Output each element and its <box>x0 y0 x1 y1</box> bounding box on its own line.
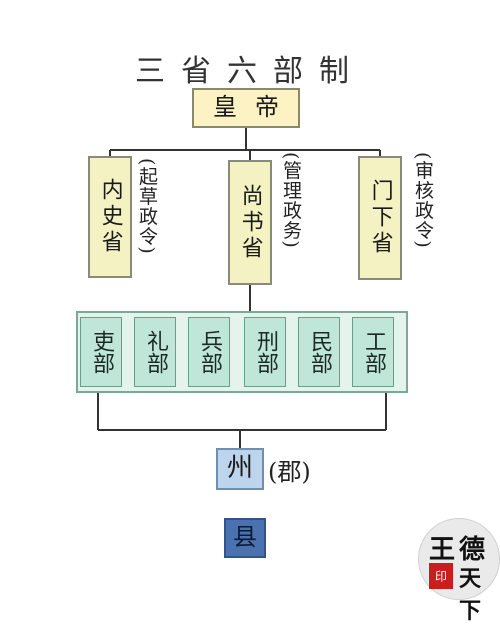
ministry-li-rites: 礼部 <box>134 317 176 387</box>
neishi-sheng-duty: (起草政令) <box>136 158 158 255</box>
shangshu-sheng-box: 尚书省 <box>228 160 272 285</box>
watermark-char-c: 天下 <box>459 566 482 624</box>
ministry-li-personnel: 吏部 <box>80 317 122 387</box>
shangshu-sheng-duty: (管理政务) <box>280 152 302 249</box>
emperor-box: 皇帝 <box>192 88 300 128</box>
ministry-bing: 兵部 <box>188 317 230 387</box>
jun-label: (郡) <box>268 458 311 486</box>
menxia-sheng-duty: (审核政令) <box>412 152 434 249</box>
watermark-logo: 王 德 天下 印 <box>418 518 500 624</box>
menxia-sheng-box: 门下省 <box>358 156 402 280</box>
watermark-char-b: 德 <box>459 535 486 565</box>
connector-lines <box>97 128 387 448</box>
watermark-red-seal-icon: 印 <box>429 563 453 589</box>
ministry-min: 民部 <box>298 317 340 387</box>
watermark-char-a: 王 <box>429 535 456 565</box>
ministry-gong: 工部 <box>352 317 394 387</box>
xian-box: 县 <box>224 518 266 558</box>
zhou-box: 州 <box>216 448 264 490</box>
diagram-title: 三省六部制 <box>135 54 365 89</box>
ministry-xing: 刑部 <box>244 317 286 387</box>
neishi-sheng-box: 内史省 <box>88 156 132 278</box>
